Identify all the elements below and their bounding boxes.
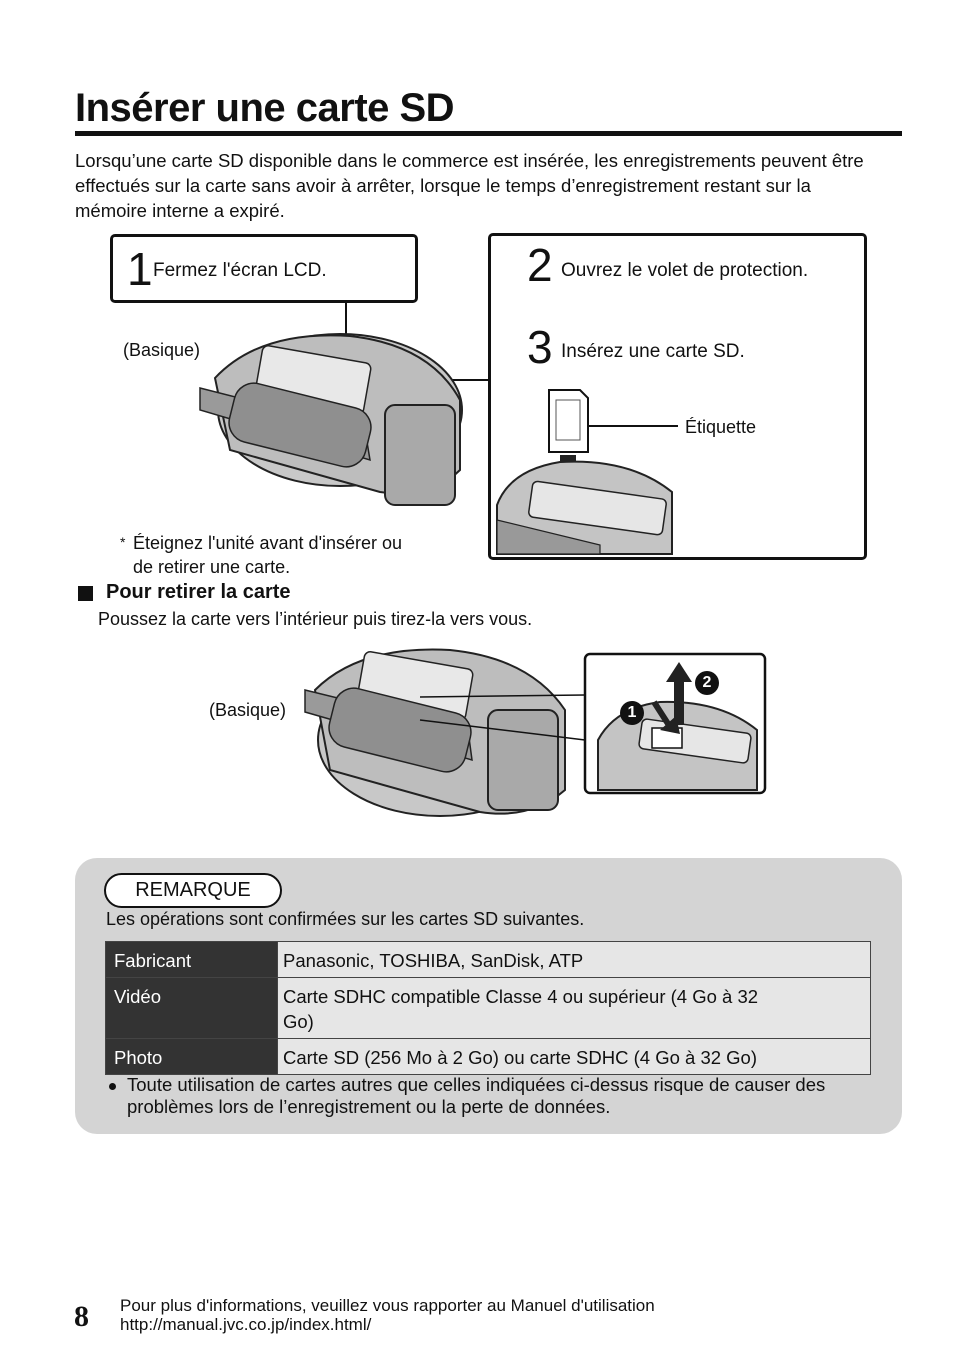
step-3-number: 3 bbox=[527, 321, 553, 373]
camcorder-closeup-2 bbox=[597, 700, 758, 791]
step-3-text: Insérez une carte SD. bbox=[561, 341, 745, 362]
remarque-badge: REMARQUE bbox=[104, 873, 282, 908]
step-2-text: Ouvrez le volet de protection. bbox=[561, 260, 809, 281]
table-value: Carte SDHC compatible Classe 4 ou supéri… bbox=[277, 977, 871, 1039]
section-square-icon bbox=[78, 586, 93, 601]
sd-card-drawing bbox=[548, 389, 678, 453]
table-key: Fabricant bbox=[105, 941, 278, 978]
table-key: Vidéo bbox=[105, 977, 278, 1039]
footer-link[interactable]: http://manual.jvc.co.jp/index.html/ bbox=[120, 1315, 372, 1334]
step-1-text: Fermez l'écran LCD. bbox=[153, 260, 327, 281]
callout-2-icon: 2 bbox=[695, 671, 719, 695]
warning-asterisk: * bbox=[120, 534, 126, 550]
camcorder-illustration-top bbox=[199, 300, 678, 555]
intro-paragraph: Lorsqu’une carte SD disponible dans le c… bbox=[75, 150, 864, 221]
title-rule bbox=[75, 131, 902, 136]
camcorder-drawing bbox=[199, 333, 463, 506]
remove-text: Poussez la carte vers l’intérieur puis t… bbox=[98, 609, 533, 629]
table-key: Photo bbox=[105, 1038, 278, 1075]
basique-label-top: (Basique) bbox=[123, 340, 201, 360]
step-2-number: 2 bbox=[527, 239, 553, 291]
page-title: Insérer une carte SD bbox=[75, 86, 455, 130]
remarque-intro: Les opérations sont confirmées sur les c… bbox=[106, 909, 585, 929]
table-row: Photo Carte SD (256 Mo à 2 Go) ou carte … bbox=[105, 1038, 871, 1075]
bullet-icon bbox=[109, 1083, 116, 1090]
remove-heading: Pour retirer la carte bbox=[106, 581, 291, 603]
camcorder-closeup bbox=[496, 460, 673, 555]
warning-line-1: Éteignez l'unité avant d'insérer ou bbox=[133, 533, 403, 553]
footer-text: Pour plus d'informations, veuillez vous … bbox=[120, 1296, 655, 1334]
table-value: Panasonic, TOSHIBA, SanDisk, ATP bbox=[277, 941, 871, 978]
step-1-box: 1 Fermez l'écran LCD. bbox=[110, 234, 418, 303]
remarque-bullet-text: Toute utilisation de cartes autres que c… bbox=[127, 1074, 826, 1117]
table-row: Vidéo Carte SDHC compatible Classe 4 ou … bbox=[105, 977, 871, 1039]
table-value: Carte SD (256 Mo à 2 Go) ou carte SDHC (… bbox=[277, 1038, 871, 1075]
step-1-number: 1 bbox=[127, 243, 153, 295]
etiquette-label: Étiquette bbox=[685, 417, 757, 437]
footer-line-1: Pour plus d'informations, veuillez vous … bbox=[120, 1296, 655, 1315]
page-number: 8 bbox=[74, 1300, 89, 1333]
callout-1-icon: 1 bbox=[620, 701, 644, 725]
camcorder-drawing-2 bbox=[304, 648, 566, 817]
push-pull-arrows-icon bbox=[651, 662, 692, 734]
warning-line-2: de retirer une carte. bbox=[133, 557, 291, 577]
basique-label-bottom: (Basique) bbox=[209, 700, 287, 720]
sd-card-table: Fabricant Panasonic, TOSHIBA, SanDisk, A… bbox=[105, 941, 871, 1075]
camcorder-illustration-bottom bbox=[304, 648, 767, 817]
table-row: Fabricant Panasonic, TOSHIBA, SanDisk, A… bbox=[105, 941, 871, 978]
